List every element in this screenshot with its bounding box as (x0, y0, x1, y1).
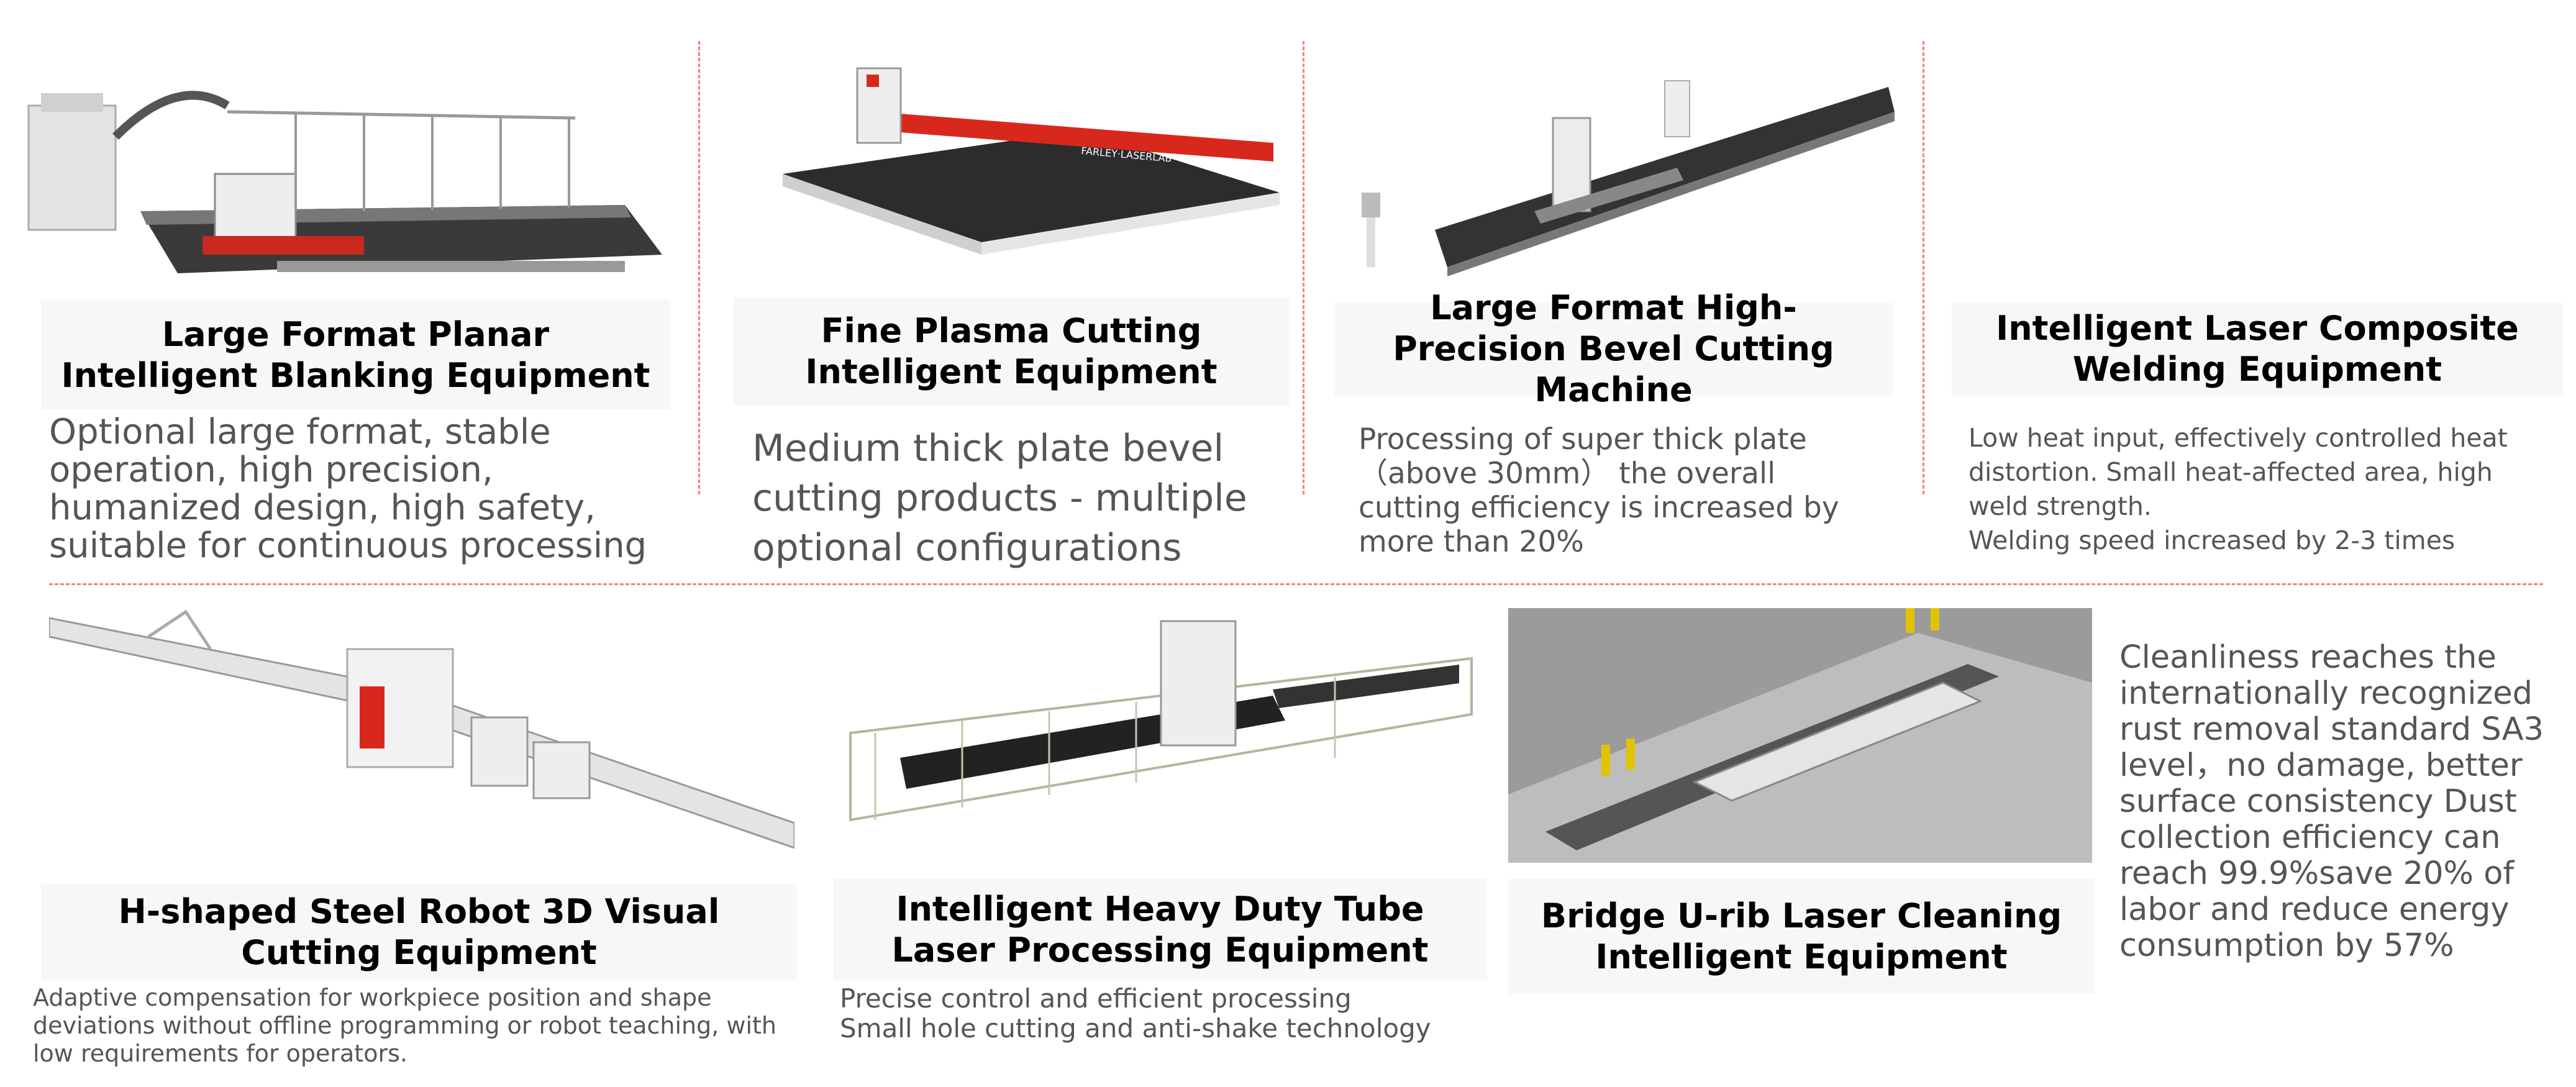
product-title: Large Format High-Precision Bevel Cuttin… (1334, 288, 1893, 409)
product-title: Intelligent Laser Composite Welding Equi… (1952, 302, 2563, 396)
planar-blanking-machine-image (27, 91, 662, 273)
product-title: Intelligent Heavy Duty Tube Laser Proces… (833, 879, 1487, 981)
product-description: Low heat input, effectively controlled h… (1968, 423, 2508, 555)
product-description: Medium thick plate bevel cutting product… (752, 427, 1247, 570)
bevel-cutting-machine-image (1362, 80, 1895, 276)
product-title: Large Format Planar Intelligent Blanking… (41, 301, 670, 409)
product-description: Precise control and efficient processing… (840, 983, 1431, 1044)
product-description: Cleanliness reaches the internationally … (2119, 639, 2544, 964)
divider-vertical (698, 41, 700, 494)
plasma-cutting-machine-image: FARLEY·LASERLAB (783, 67, 1280, 255)
divider-vertical (1923, 41, 1924, 494)
product-description: Processing of super thick plate （above 3… (1359, 422, 1839, 559)
product-description: Optional large format, stable operation,… (49, 412, 647, 566)
divider-vertical (1303, 41, 1304, 494)
product-title: H-shaped Steel Robot 3D Visual Cutting E… (41, 884, 797, 981)
product-title: Fine Plasma Cutting Intelligent Equipmen… (733, 298, 1290, 406)
tube-laser-machine-image (849, 620, 1473, 822)
u-rib-cleaning-machine-image (1508, 608, 2092, 863)
h-steel-robot-cutting-image (49, 609, 794, 849)
divider-horizontal (49, 583, 2543, 585)
product-title: Bridge U-rib Laser Cleaning Intelligent … (1508, 879, 2095, 994)
product-description: Adaptive compensation for workpiece posi… (33, 984, 776, 1067)
